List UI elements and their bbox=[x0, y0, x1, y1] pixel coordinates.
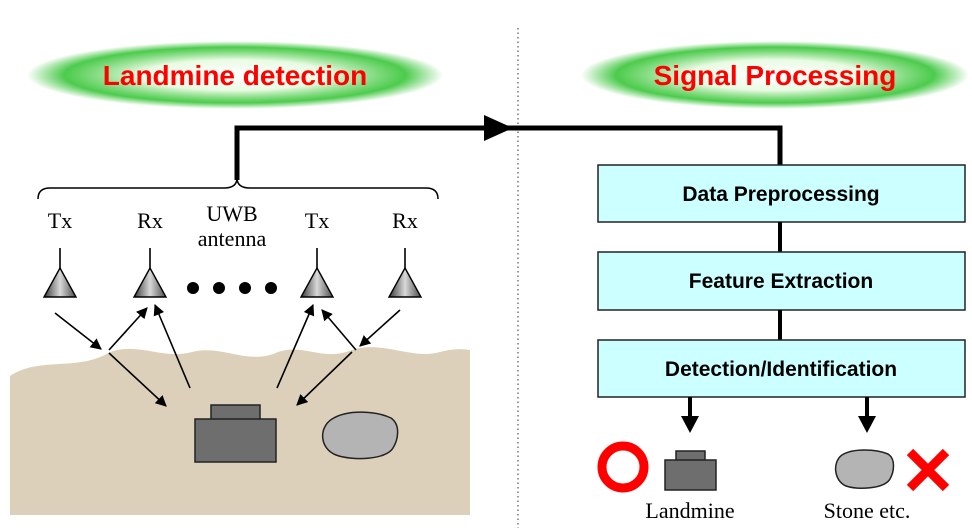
signal-path-arrow bbox=[321, 309, 357, 351]
output-arrow-stone bbox=[858, 397, 876, 433]
red-cross-icon bbox=[906, 448, 950, 492]
right-title-ellipse bbox=[581, 41, 969, 109]
buried-landmine bbox=[194, 404, 277, 463]
step-box-feature-extraction bbox=[597, 251, 966, 311]
stone-result-icon bbox=[834, 449, 895, 489]
triangle-antenna-icon bbox=[387, 248, 423, 298]
triangle-antenna-icon bbox=[299, 248, 335, 298]
landmine-result-label: Landmine bbox=[645, 498, 734, 523]
signal-path-arrow bbox=[296, 351, 353, 406]
signal-path-arrow bbox=[276, 303, 315, 389]
antenna-label-rx-1: Rx bbox=[137, 208, 163, 233]
red-ring-icon bbox=[597, 441, 649, 493]
step-box-data-preprocessing bbox=[597, 164, 966, 223]
left-title: Landmine detection bbox=[103, 60, 367, 91]
ellipsis-dots bbox=[187, 282, 277, 294]
step-label-data-preprocessing: Data Preprocessing bbox=[682, 183, 879, 206]
output-arrow-landmine bbox=[681, 397, 699, 433]
step-label-feature-extraction: Feature Extraction bbox=[689, 270, 873, 293]
flow-arrow-head bbox=[484, 115, 513, 141]
signal-path-arrow bbox=[108, 307, 148, 351]
antenna-group-brace bbox=[37, 177, 439, 200]
right-title: Signal Processing bbox=[654, 60, 897, 91]
uwb-antenna-label-line2: antenna bbox=[198, 226, 267, 251]
step-label-detection-identification: Detection/Identification bbox=[665, 358, 897, 381]
signal-path-arrow bbox=[153, 303, 191, 389]
left-title-ellipse bbox=[27, 41, 443, 109]
stone-result-label: Stone etc. bbox=[824, 498, 911, 523]
antenna-label-rx-2: Rx bbox=[392, 208, 418, 233]
signal-path-arrow bbox=[359, 309, 401, 347]
signal-path-arrow bbox=[54, 312, 102, 350]
landmine-result-icon bbox=[664, 450, 717, 491]
triangle-antenna-icon bbox=[132, 248, 168, 298]
step-box-detection-identification bbox=[597, 339, 966, 398]
buried-stone bbox=[322, 411, 399, 460]
antenna-label-tx-1: Tx bbox=[48, 208, 72, 233]
signal-path-arrow bbox=[108, 352, 167, 407]
uwb-antenna-label-line1: UWB bbox=[206, 201, 257, 226]
triangle-antenna-icon bbox=[42, 248, 78, 298]
antenna-label-tx-2: Tx bbox=[305, 208, 329, 233]
